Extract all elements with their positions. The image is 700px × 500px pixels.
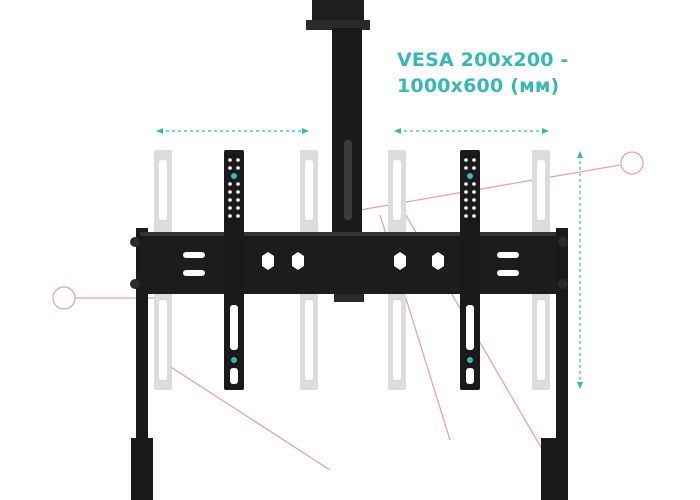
arrow-heads (156, 128, 583, 389)
crossbar (130, 232, 568, 294)
vesa-bracket-right (460, 150, 480, 390)
circle-watermark-icon-right (620, 151, 644, 175)
vesa-size-line-1: VESA 200x200 - (397, 49, 569, 71)
ghost-bracket-holes (159, 160, 545, 380)
vesa-bracket-left (224, 150, 244, 390)
central-column (306, 0, 370, 302)
stand-uprights (131, 228, 568, 500)
dimension-arrows (160, 130, 581, 385)
vesa-size-line-2: 1000x600 (мм) (397, 75, 560, 97)
circle-watermark-icon (52, 286, 76, 310)
vesa-size-label: VESA 200x200 - 1000x600 (мм) (397, 47, 657, 99)
